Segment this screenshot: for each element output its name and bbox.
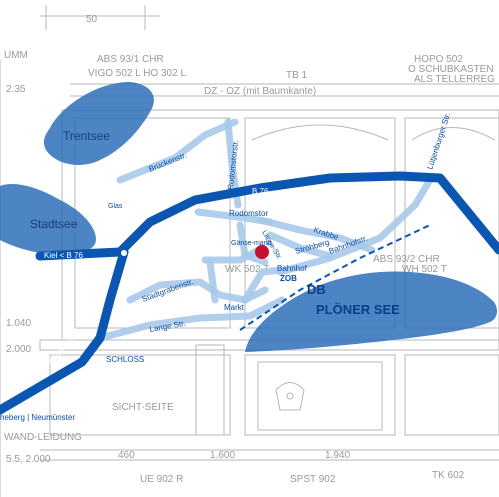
markt-label: Markt	[224, 303, 245, 312]
sketch-wk: WK 502 T	[225, 264, 269, 275]
sketch-sichtseite: SICHT-SEITE	[112, 402, 174, 413]
glas-label: Glas	[108, 203, 123, 210]
sketch-1040: 1.040	[6, 318, 31, 329]
trentsee-lake	[43, 82, 154, 165]
sketch-umm: UMM	[4, 50, 28, 61]
sketch-alsteller: ALS TELLERREG	[414, 74, 495, 85]
sketch-dz: DZ - OZ (mit Baumkante)	[204, 86, 316, 97]
sketch-dim-1940: 1.940	[325, 450, 350, 461]
hamburger-str-road	[0, 247, 129, 415]
b76-label: B 76	[252, 187, 269, 196]
side-streets	[96, 118, 434, 342]
kiel-label: Kiel < B 76	[44, 251, 83, 260]
rodomstor-label: Rodomstor	[229, 209, 268, 218]
sketch-schubkasten: O SCHUBKASTEN	[408, 64, 494, 75]
bahnhof-label: Bahnhof	[277, 264, 308, 273]
sketch-dim-50: 50	[86, 14, 98, 25]
b76-highway	[35, 171, 499, 261]
sketch-wand: WAND-LEIDUNG	[4, 432, 82, 443]
sketch-hopo: HOPO 502	[414, 54, 463, 65]
sketch-2000: 2.000	[6, 344, 31, 355]
zob-label: ZOB	[280, 274, 297, 283]
gaensemarkt-label: Gänse-markt	[231, 240, 272, 247]
db-label: DB	[307, 282, 326, 297]
location-marker-icon[interactable]	[255, 245, 269, 259]
junction-dot	[121, 250, 127, 256]
sketch-spst: SPST 902	[290, 474, 336, 485]
sketch-235: 2.35	[6, 84, 26, 95]
sketch-abs2: ABS 93/2 CHR	[373, 254, 440, 265]
stadtsee-label: Stadtsee	[30, 217, 78, 231]
brueckenstr-label: Brückenstr.	[147, 151, 187, 174]
sketch-vigo: VIGO 502 L HO 302 L	[88, 68, 186, 79]
sketch-wh: WH 502 T	[402, 264, 447, 275]
ploener-see-lake	[245, 271, 498, 352]
trentsee-label: Trentsee	[63, 129, 110, 143]
sketch-ue902: UE 902 R	[140, 474, 183, 485]
sketch-tk602: TK 602	[432, 470, 465, 481]
luetjenburger-label: Lütjenburger Str.	[425, 112, 452, 171]
sketch-tb1: TB 1	[286, 70, 308, 81]
stadtsee-lake	[0, 183, 96, 256]
ploener-see-label: PLÖNER SEE	[316, 302, 400, 317]
schloss-label: SCHLOSS	[106, 355, 144, 364]
sketch-55: 5.5, 2.000	[6, 454, 51, 465]
bottom-left-label: heberg | Neumünster	[0, 413, 75, 422]
sketch-abs: ABS 93/1 CHR	[97, 54, 164, 65]
sketch-dim-460: 460	[118, 450, 135, 461]
sketch-dim-1600: 1.600	[210, 450, 235, 461]
